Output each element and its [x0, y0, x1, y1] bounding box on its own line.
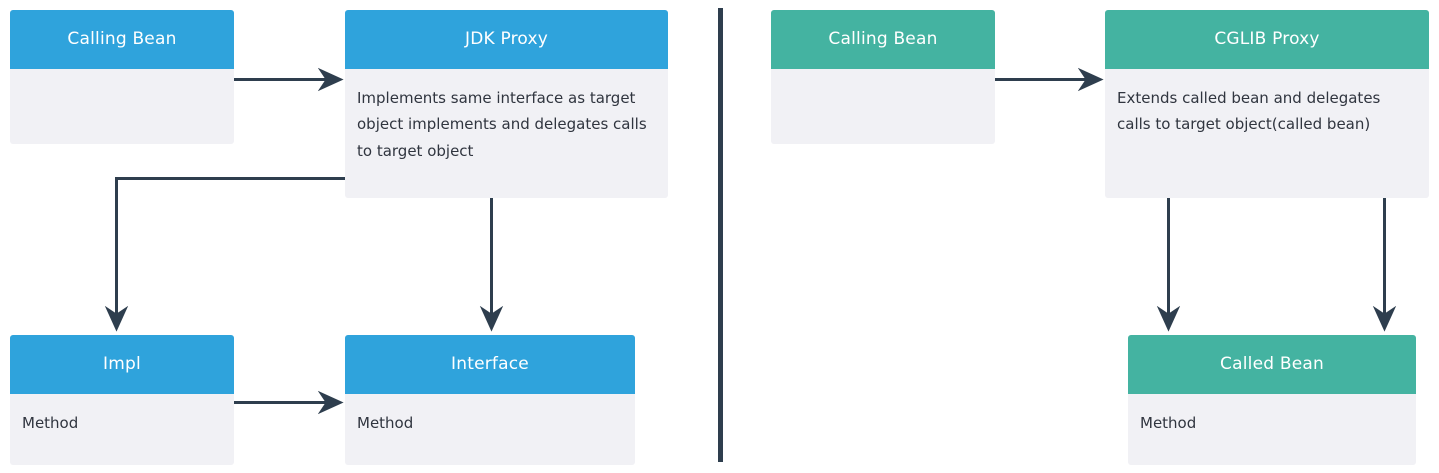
node-called-bean-body: Method — [1140, 414, 1197, 432]
node-cglib-proxy-body: Extends called bean and delegates calls … — [1117, 89, 1381, 134]
node-interface-header: Interface — [345, 335, 635, 394]
node-cglib-proxy[interactable]: CGLIB Proxy Extends called bean and dele… — [1105, 10, 1429, 198]
node-interface-body: Method — [357, 414, 414, 432]
node-interface[interactable]: Interface Method — [345, 335, 635, 465]
node-calling-bean-left-header: Calling Bean — [10, 10, 234, 69]
node-calling-bean-right[interactable]: Calling Bean — [771, 10, 995, 144]
node-calling-bean-left[interactable]: Calling Bean — [10, 10, 234, 144]
node-impl-header: Impl — [10, 335, 234, 394]
node-calling-bean-right-header: Calling Bean — [771, 10, 995, 69]
node-cglib-proxy-header: CGLIB Proxy — [1105, 10, 1429, 69]
node-jdk-proxy[interactable]: JDK Proxy Implements same interface as t… — [345, 10, 668, 198]
node-impl[interactable]: Impl Method — [10, 335, 234, 465]
node-called-bean-header: Called Bean — [1128, 335, 1416, 394]
edge-jdk-proxy-to-impl — [104, 177, 345, 332]
node-impl-body: Method — [22, 414, 79, 432]
node-jdk-proxy-body: Implements same interface as target obje… — [357, 89, 647, 160]
node-called-bean[interactable]: Called Bean Method — [1128, 335, 1416, 465]
node-jdk-proxy-header: JDK Proxy — [345, 10, 668, 69]
